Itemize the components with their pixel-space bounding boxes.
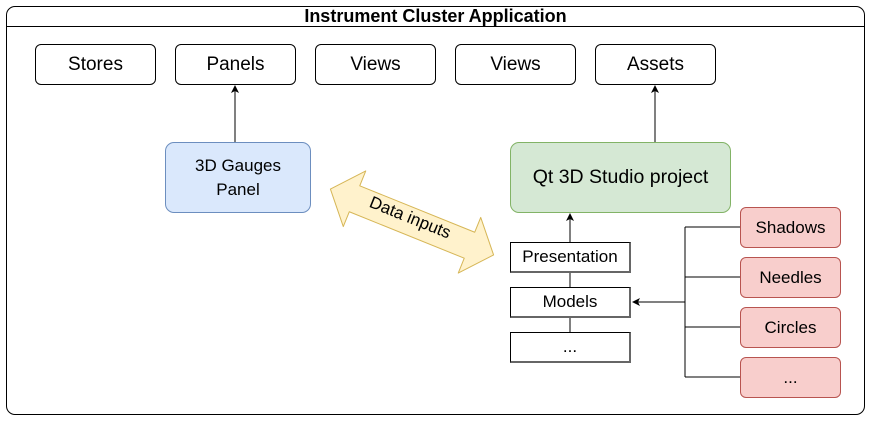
diagram-title: Instrument Cluster Application [304, 6, 567, 26]
presentation-box[interactable]: Presentation [510, 242, 631, 273]
models-box[interactable]: Models [510, 287, 631, 318]
panels-box[interactable]: Panels [175, 44, 296, 85]
stores-box[interactable]: Stores [35, 44, 156, 85]
assets-box[interactable]: Assets [595, 44, 716, 85]
gauges-panel-line1: 3D Gauges [195, 155, 281, 175]
stack-more-box[interactable]: ... [510, 332, 631, 363]
needles-box[interactable]: Needles [740, 257, 841, 298]
gauges-panel-box[interactable]: 3D Gauges Panel [165, 142, 311, 213]
header-divider [6, 26, 865, 27]
views-box-1[interactable]: Views [315, 44, 436, 85]
studio-project-box[interactable]: Qt 3D Studio project [510, 142, 731, 213]
views-box-2[interactable]: Views [455, 44, 576, 85]
items-more-box[interactable]: ... [740, 357, 841, 398]
shadows-box[interactable]: Shadows [740, 207, 841, 248]
application-container [6, 6, 865, 415]
circles-box[interactable]: Circles [740, 307, 841, 348]
data-inputs-double-arrow [329, 170, 495, 274]
gauges-panel-line2: Panel [216, 179, 260, 199]
